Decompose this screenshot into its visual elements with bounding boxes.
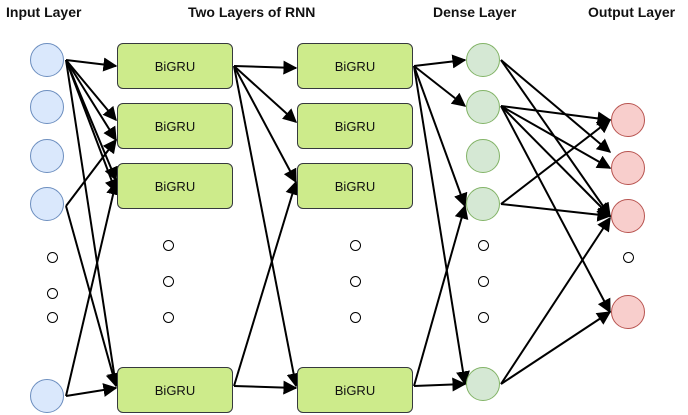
connection-arrow (65, 59, 118, 182)
connection-arrow (500, 119, 612, 205)
ellipsis-dot (163, 240, 174, 251)
input-node (30, 187, 64, 221)
bigru-cell-layer1: BiGRU (117, 367, 233, 413)
connection-arrow (413, 65, 468, 208)
bigru-cell-layer1: BiGRU (117, 43, 233, 89)
input-layer-header: Input Layer (6, 4, 82, 20)
ellipsis-dot (163, 312, 174, 323)
output-node (611, 103, 645, 137)
connection-arrow (65, 180, 120, 397)
connection-arrow (413, 65, 470, 386)
dense-node (466, 90, 500, 124)
connection-arrow (413, 65, 467, 107)
ellipsis-dot (163, 276, 174, 287)
ellipsis-dot (47, 288, 58, 299)
connection-arrow (500, 105, 611, 217)
input-node (30, 90, 64, 124)
ellipsis-dot (623, 252, 634, 263)
input-node (30, 43, 64, 77)
bigru-cell-layer2: BiGRU (297, 163, 413, 209)
connection-arrow (500, 59, 612, 153)
connection-arrow (65, 138, 117, 207)
bigru-cell-layer1: BiGRU (117, 163, 233, 209)
connection-arrow (65, 205, 120, 388)
dense-node (466, 367, 500, 401)
connection-arrow (65, 57, 118, 72)
connection-arrow (65, 59, 117, 122)
input-node (30, 379, 64, 413)
connection-arrow (65, 59, 122, 388)
connection-arrow (500, 203, 612, 222)
connection-arrow (500, 105, 612, 126)
dense-node (466, 187, 500, 221)
bigru-cell-layer2: BiGRU (297, 103, 413, 149)
ellipsis-dot (350, 312, 361, 323)
connection-arrow (500, 216, 611, 385)
connection-arrow (413, 54, 467, 69)
ellipsis-dot (350, 276, 361, 287)
ellipsis-dot (478, 240, 489, 251)
ellipsis-dot (47, 312, 58, 323)
dense-node (466, 43, 500, 77)
rnn-layers-header: Two Layers of RNN (188, 4, 316, 20)
bigru-cell-layer2: BiGRU (297, 367, 413, 413)
output-node (611, 295, 645, 329)
ellipsis-dot (47, 252, 58, 263)
connection-arrow (233, 180, 300, 387)
connection-arrow (500, 59, 611, 218)
connection-arrow (500, 105, 612, 169)
output-node (611, 199, 645, 233)
connection-arrow (65, 383, 118, 397)
connection-arrow (500, 311, 612, 385)
connection-arrow (413, 377, 467, 392)
connection-arrow (500, 105, 611, 314)
bigru-cell-layer1: BiGRU (117, 103, 233, 149)
connection-arrow (233, 65, 298, 123)
connection-arrow (413, 204, 469, 387)
connection-arrow (65, 59, 119, 194)
ellipsis-dot (350, 240, 361, 251)
connection-arrow (233, 60, 298, 75)
dense-layer-header: Dense Layer (433, 4, 517, 20)
input-node (30, 139, 64, 173)
ellipsis-dot (478, 312, 489, 323)
ellipsis-dot (478, 276, 489, 287)
connection-arrow (233, 65, 297, 184)
bigru-cell-layer2: BiGRU (297, 43, 413, 89)
dense-node (466, 139, 500, 173)
output-layer-header: Output Layer (588, 4, 676, 20)
connection-arrow (65, 59, 117, 142)
connection-arrow (233, 380, 298, 395)
connection-arrow (233, 65, 301, 388)
output-node (611, 151, 645, 185)
